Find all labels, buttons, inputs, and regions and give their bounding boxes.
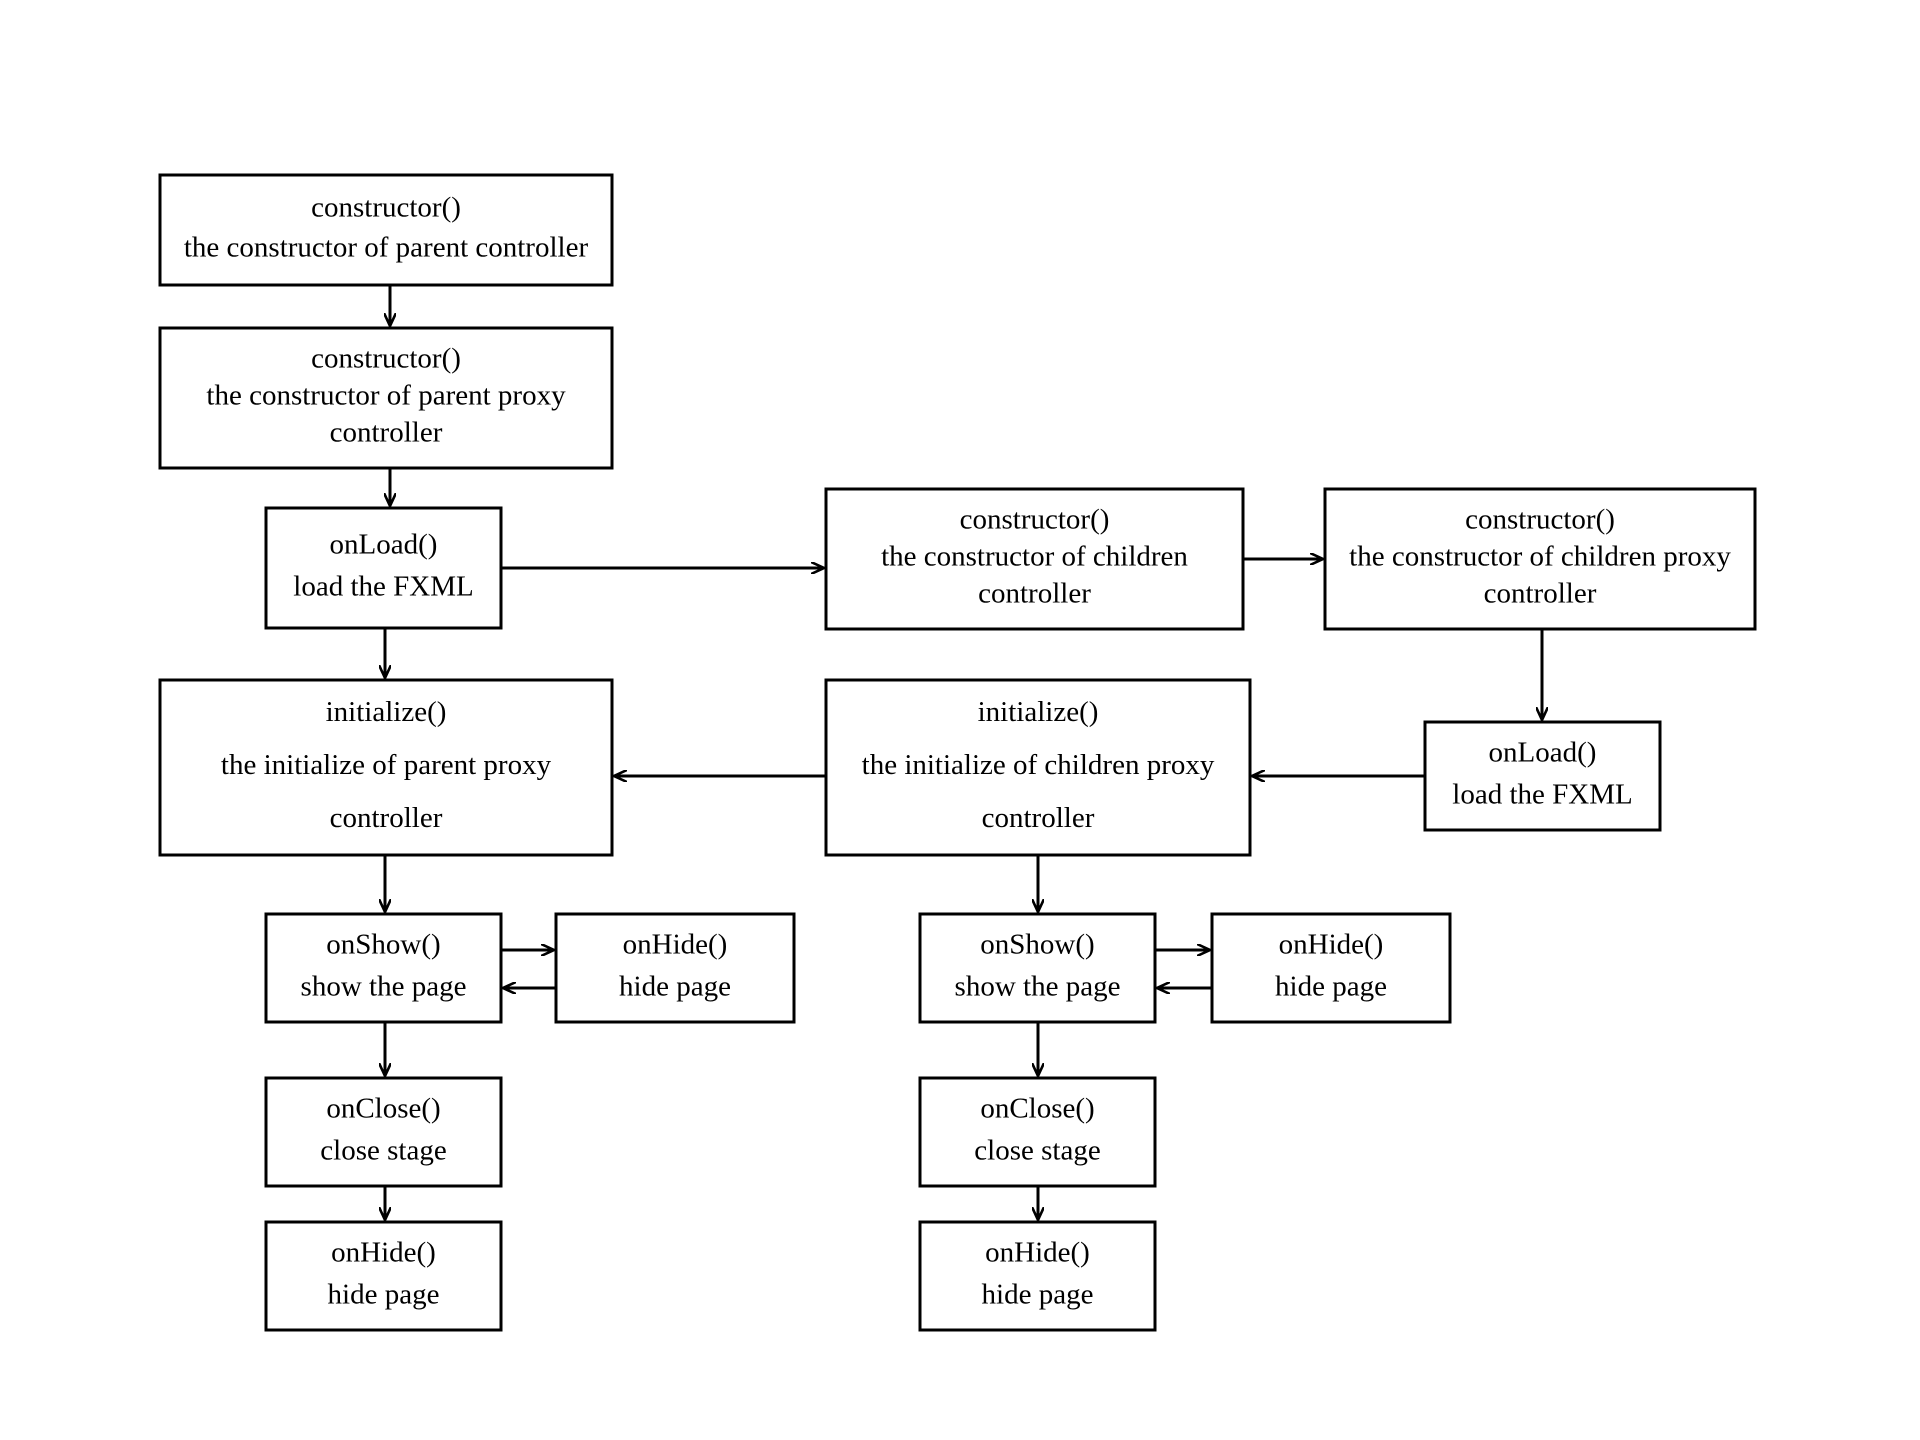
children-onload-node[interactable]: onLoad() load the FXML xyxy=(1423,720,1662,832)
children-initialize-node-line-1: initialize() xyxy=(978,696,1099,728)
children-proxy-constructor-node-rect[interactable] xyxy=(1323,487,1757,631)
parent-proxy-constructor-node-line-3: controller xyxy=(330,417,443,449)
parent-onhide-final-node-line-1: onHide() xyxy=(331,1237,436,1269)
parent-onload-node-rect[interactable] xyxy=(264,506,503,630)
parent-constructor-node-rect[interactable] xyxy=(158,173,614,287)
parent-onclose-node-line-2: close stage xyxy=(320,1135,446,1167)
children-onload-node-line-2: load the FXML xyxy=(1452,779,1632,811)
parent-onload-node-line-1: onLoad() xyxy=(330,529,438,561)
parent-proxy-constructor-node-line-1: constructor() xyxy=(311,343,461,375)
parent-onhide-side-node-line-1: onHide() xyxy=(623,929,728,961)
children-onshow-node-line-1: onShow() xyxy=(980,929,1094,961)
children-onshow-node[interactable]: onShow() show the page xyxy=(918,912,1157,1024)
children-onhide-final-node-line-1: onHide() xyxy=(985,1237,1090,1269)
parent-proxy-constructor-node-rect[interactable] xyxy=(158,326,614,470)
children-onclose-node-line-2: close stage xyxy=(974,1135,1100,1167)
children-onload-node-line-1: onLoad() xyxy=(1489,737,1597,769)
nodes-layer: constructor() the constructor of parent c… xyxy=(158,173,1757,1332)
children-constructor-node-line-2: the constructor of children xyxy=(881,541,1188,573)
edges-layer xyxy=(385,285,1542,1220)
children-onshow-node-rect[interactable] xyxy=(918,912,1157,1024)
parent-constructor-node-line-2: the constructor of parent controller xyxy=(184,232,589,264)
parent-initialize-node-line-1: initialize() xyxy=(326,696,447,728)
children-onload-node-rect[interactable] xyxy=(1423,720,1662,832)
children-initialize-node-rect[interactable] xyxy=(824,678,1252,857)
children-proxy-constructor-node-line-1: constructor() xyxy=(1465,504,1615,536)
parent-onclose-node[interactable]: onClose() close stage xyxy=(264,1076,503,1188)
parent-onhide-final-node-line-2: hide page xyxy=(328,1279,440,1311)
children-onhide-side-node-line-1: onHide() xyxy=(1279,929,1384,961)
children-onhide-side-node[interactable]: onHide() hide page xyxy=(1210,912,1452,1024)
children-onhide-final-node-rect[interactable] xyxy=(918,1220,1157,1332)
children-proxy-constructor-node-line-2: the constructor of children proxy xyxy=(1349,541,1731,573)
children-onclose-node-rect[interactable] xyxy=(918,1076,1157,1188)
children-onclose-node-line-1: onClose() xyxy=(980,1093,1094,1125)
parent-constructor-node[interactable]: constructor() the constructor of parent c… xyxy=(158,173,614,287)
children-onshow-node-line-2: show the page xyxy=(955,971,1121,1003)
parent-onshow-node[interactable]: onShow() show the page xyxy=(264,912,503,1024)
children-constructor-node-rect[interactable] xyxy=(824,487,1245,631)
parent-onclose-node-line-1: onClose() xyxy=(326,1093,440,1125)
parent-initialize-node-rect[interactable] xyxy=(158,678,614,857)
parent-onclose-node-rect[interactable] xyxy=(264,1076,503,1188)
parent-onhide-side-node-line-2: hide page xyxy=(619,971,731,1003)
children-constructor-node[interactable]: constructor() the constructor of children… xyxy=(824,487,1245,631)
parent-constructor-node-line-1: constructor() xyxy=(311,192,461,224)
parent-onhide-side-node-rect[interactable] xyxy=(554,912,796,1024)
parent-initialize-node[interactable]: initialize() the initialize of parent pro… xyxy=(158,678,614,857)
parent-onhide-final-node[interactable]: onHide() hide page xyxy=(264,1220,503,1332)
parent-initialize-node-line-2: the initialize of parent proxy xyxy=(221,749,552,781)
children-proxy-constructor-node-line-3: controller xyxy=(1484,578,1597,610)
parent-onhide-side-node[interactable]: onHide() hide page xyxy=(554,912,796,1024)
parent-onshow-node-line-2: show the page xyxy=(301,971,467,1003)
children-onhide-final-node[interactable]: onHide() hide page xyxy=(918,1220,1157,1332)
parent-initialize-node-line-3: controller xyxy=(330,802,443,834)
children-proxy-constructor-node[interactable]: constructor() the constructor of children… xyxy=(1323,487,1757,631)
children-constructor-node-line-1: constructor() xyxy=(960,504,1110,536)
parent-onshow-node-line-1: onShow() xyxy=(326,929,440,961)
children-constructor-node-line-3: controller xyxy=(978,578,1091,610)
parent-proxy-constructor-node-line-2: the constructor of parent proxy xyxy=(206,380,566,412)
children-initialize-node-line-2: the initialize of children proxy xyxy=(862,749,1215,781)
parent-proxy-constructor-node[interactable]: constructor() the constructor of parent p… xyxy=(158,326,614,470)
children-onhide-side-node-line-2: hide page xyxy=(1275,971,1387,1003)
parent-onhide-final-node-rect[interactable] xyxy=(264,1220,503,1332)
children-initialize-node-line-3: controller xyxy=(982,802,1095,834)
parent-onload-node-line-2: load the FXML xyxy=(293,571,473,603)
children-onhide-final-node-line-2: hide page xyxy=(982,1279,1094,1311)
children-initialize-node[interactable]: initialize() the initialize of children p… xyxy=(824,678,1252,857)
children-onclose-node[interactable]: onClose() close stage xyxy=(918,1076,1157,1188)
parent-onshow-node-rect[interactable] xyxy=(264,912,503,1024)
parent-onload-node[interactable]: onLoad() load the FXML xyxy=(264,506,503,630)
children-onhide-side-node-rect[interactable] xyxy=(1210,912,1452,1024)
